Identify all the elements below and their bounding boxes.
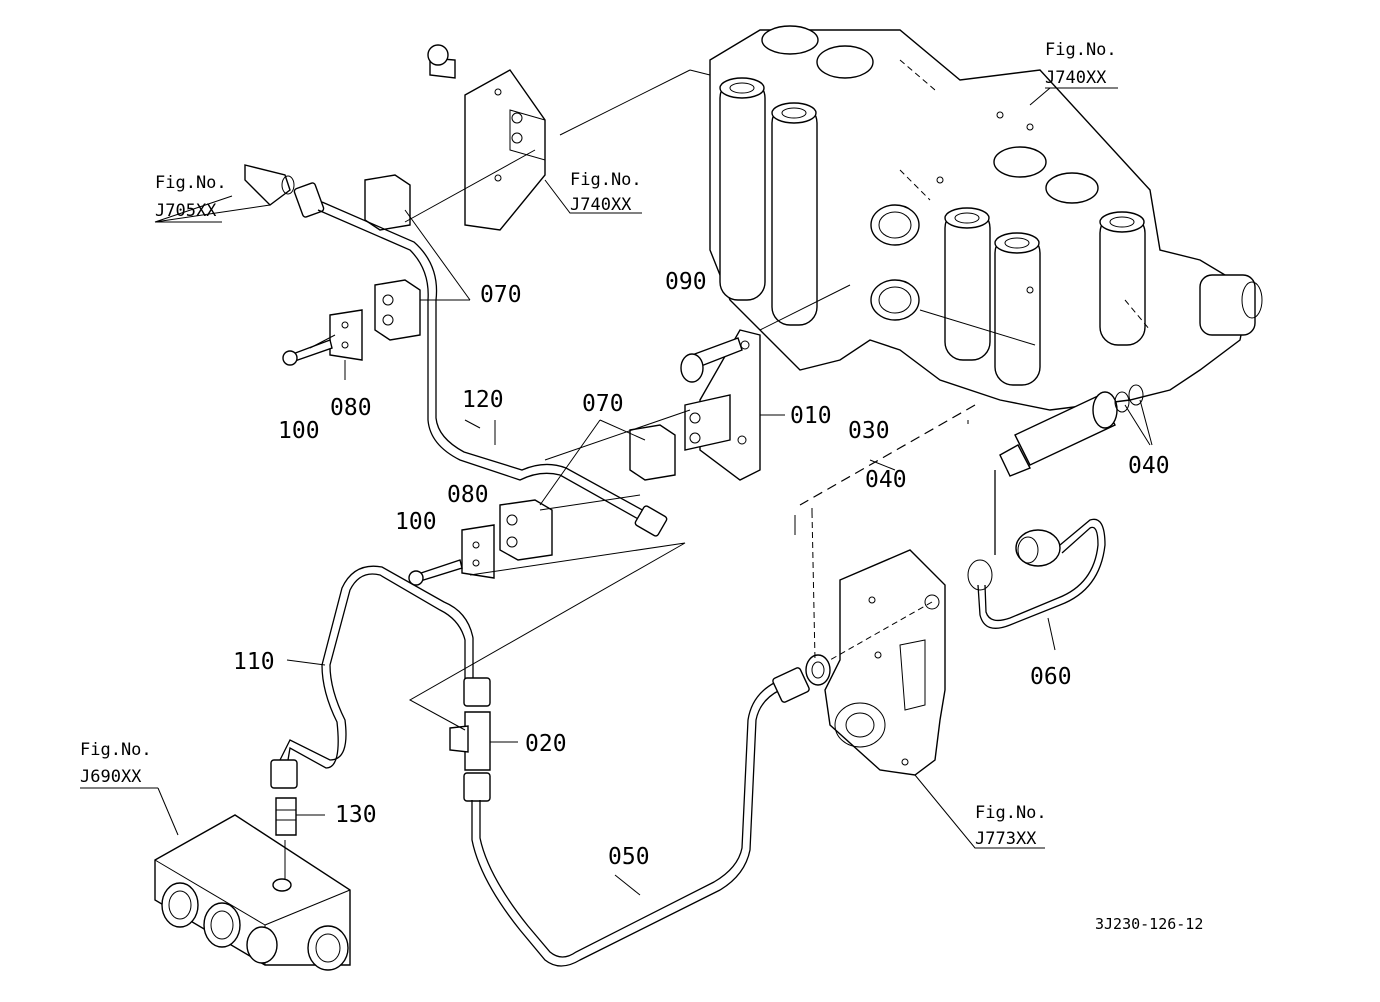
pipe-110 bbox=[270, 565, 491, 789]
tee-020 bbox=[449, 711, 491, 802]
label-030: 030 bbox=[848, 418, 890, 444]
part-labels: 010 020 030 040 040 050 060 070 070 080 … bbox=[233, 269, 1170, 870]
fig-label-j690: Fig.No. bbox=[80, 740, 152, 760]
fig-number-j740-top: J740XX bbox=[1045, 68, 1107, 88]
fig-number-j705: J705XX bbox=[155, 201, 217, 221]
label-100-upper: 100 bbox=[278, 418, 320, 444]
harness-060 bbox=[967, 470, 1106, 629]
label-070-upper: 070 bbox=[480, 282, 522, 308]
label-080-lower: 080 bbox=[447, 482, 489, 508]
label-110: 110 bbox=[233, 649, 275, 675]
control-valve-assembly bbox=[709, 25, 1263, 477]
clamp-set-upper bbox=[282, 174, 421, 366]
fitting-130 bbox=[275, 797, 297, 836]
bracket-plate-top bbox=[427, 44, 546, 231]
label-040-right: 040 bbox=[1128, 453, 1170, 479]
drawing-code: 3J230-126-12 bbox=[1095, 915, 1203, 933]
label-090: 090 bbox=[665, 269, 707, 295]
fig-number-j773: J773XX bbox=[975, 829, 1037, 849]
fig-number-j690: J690XX bbox=[80, 767, 142, 787]
bracket-j773 bbox=[805, 549, 946, 776]
fig-label-j740-top: Fig.No. bbox=[1045, 40, 1117, 60]
label-010: 010 bbox=[790, 403, 832, 429]
pipe-120 bbox=[317, 201, 668, 537]
manifold-block-j690 bbox=[154, 814, 351, 971]
label-120: 120 bbox=[462, 387, 504, 413]
figure-references: Fig.No. J705XX Fig.No. J740XX Fig.No. J7… bbox=[80, 40, 1117, 849]
fig-label-j705: Fig.No. bbox=[155, 173, 227, 193]
label-130: 130 bbox=[335, 802, 377, 828]
pipe-050 bbox=[471, 667, 810, 967]
label-060: 060 bbox=[1030, 664, 1072, 690]
fig-label-j773: Fig.No. bbox=[975, 803, 1047, 823]
fig-label-j740-mid: Fig.No. bbox=[570, 170, 642, 190]
label-020: 020 bbox=[525, 731, 567, 757]
fig-number-j740-mid: J740XX bbox=[570, 195, 632, 215]
label-100-lower: 100 bbox=[395, 509, 437, 535]
figure-ref-underlines bbox=[80, 87, 1118, 849]
clamp-set-lower bbox=[408, 337, 743, 586]
label-050: 050 bbox=[608, 844, 650, 870]
label-070-lower: 070 bbox=[582, 391, 624, 417]
bracket-010 bbox=[684, 329, 761, 481]
label-080-upper: 080 bbox=[330, 395, 372, 421]
tee-fitting-j705 bbox=[244, 164, 325, 218]
label-040-left: 040 bbox=[865, 467, 907, 493]
